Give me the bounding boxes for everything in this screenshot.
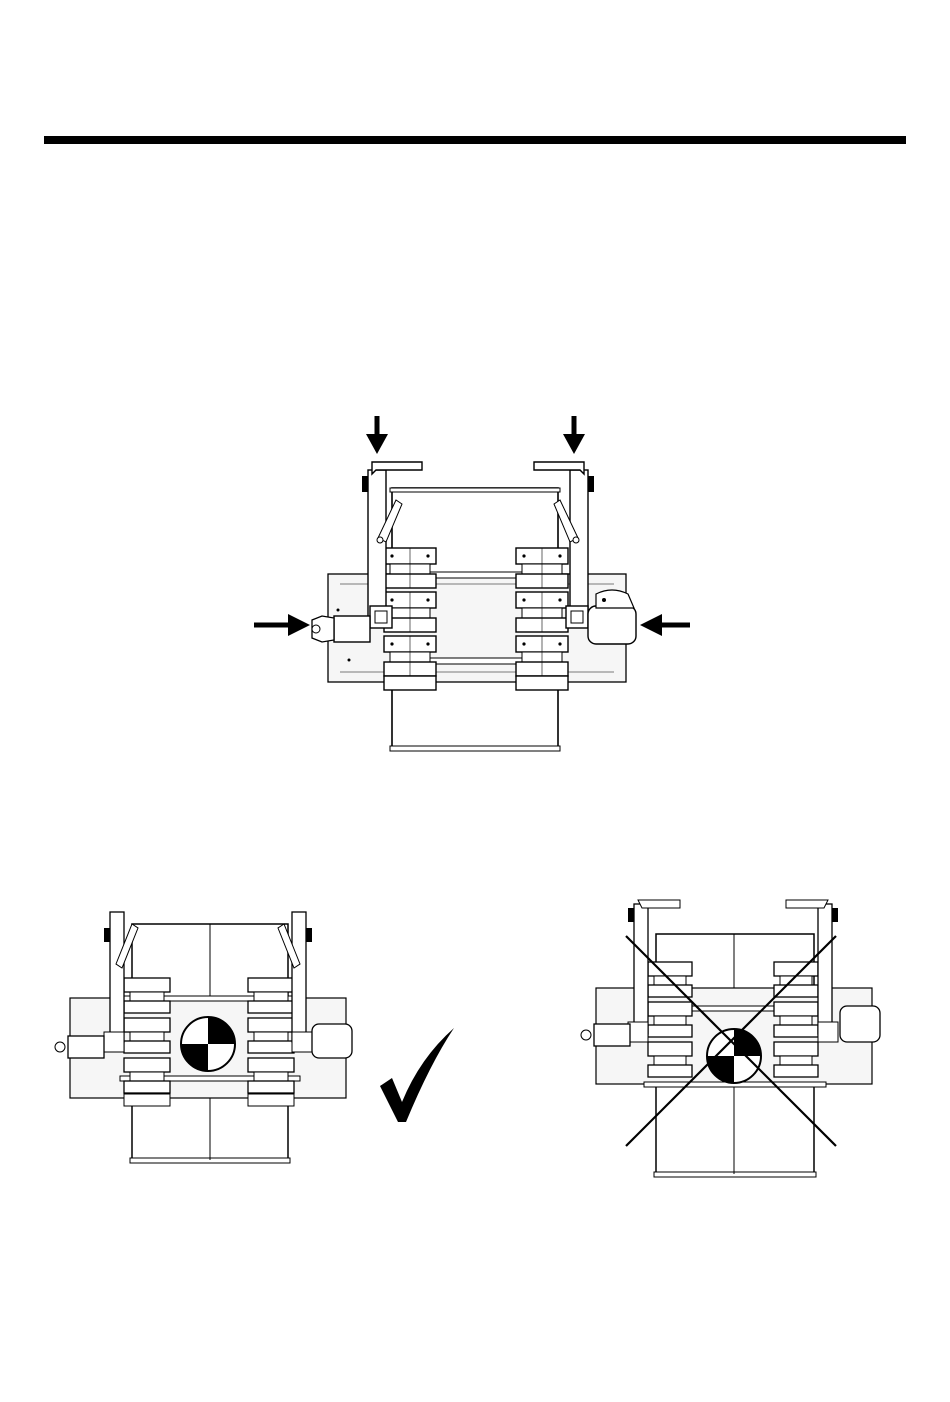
lift-attachment-figure (250, 412, 700, 757)
push-arrow-left (254, 614, 310, 636)
push-arrow-top-right (563, 416, 585, 454)
push-arrow-right (640, 614, 690, 636)
push-arrow-top-left (366, 416, 388, 454)
center-of-gravity-icon (181, 1017, 235, 1071)
balanced-load-figure (48, 908, 358, 1166)
off-center-load-figure (574, 896, 890, 1182)
check-mark-icon (376, 1024, 458, 1128)
header-rule (44, 136, 906, 144)
